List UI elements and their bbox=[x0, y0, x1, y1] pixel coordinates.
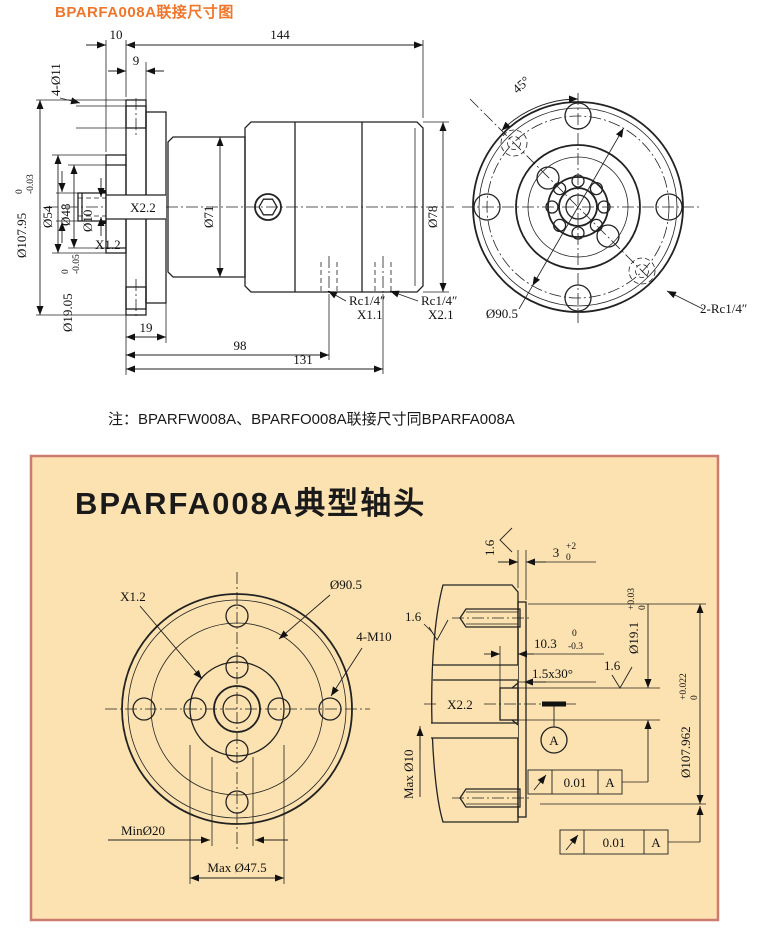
dim-d54: Ø54 bbox=[40, 205, 55, 228]
dim-d78: Ø78 bbox=[425, 206, 440, 228]
svg-text:-0.03: -0.03 bbox=[26, 174, 36, 194]
tol-10-3-lo: -0.3 bbox=[568, 642, 583, 652]
runout1-value: 0.01 bbox=[564, 775, 587, 790]
dim-d10: Ø10 bbox=[80, 210, 95, 232]
dim-max-d47-5: Max Ø47.5 bbox=[207, 860, 266, 875]
dim-9: 9 bbox=[133, 53, 140, 68]
shaft-section-view: X2.2 A 3 +2 0 1.6 1.6 bbox=[401, 527, 706, 855]
side-section-view: 10 144 9 4-Ø11 Ø107.95 0 -0.03 Ø54 Ø48 bbox=[14, 27, 457, 375]
dim-d48: Ø48 bbox=[58, 204, 73, 226]
svg-text:0: 0 bbox=[638, 605, 648, 610]
tol-3-hi: +2 bbox=[566, 542, 576, 552]
dim-chamfer: 1.5x30° bbox=[532, 666, 573, 681]
port1-label: Rc1/4″ bbox=[349, 293, 385, 308]
label-x22: X2.2 bbox=[130, 200, 156, 215]
dim-d19-05: Ø19.05 0 -0.05 bbox=[60, 254, 82, 332]
dim-d71: Ø71 bbox=[201, 206, 216, 228]
shaft-front-view: X1.2 Ø90.5 4-M10 MinØ20 Max Ø47.5 bbox=[105, 572, 392, 884]
label-2rc14: 2-Rc1/4″ bbox=[700, 301, 747, 316]
svg-text:Ø107.95: Ø107.95 bbox=[14, 213, 29, 258]
shaft-head-panel: BPARFA008A典型轴头 X1.2 Ø90.5 4-M10 bbox=[29, 454, 720, 922]
dim-d107-962: Ø107.962 +0.022 0 bbox=[678, 673, 700, 778]
dim-10-3: 10.3 bbox=[534, 636, 557, 651]
port1-id: X1.1 bbox=[357, 307, 383, 322]
svg-text:0: 0 bbox=[61, 269, 71, 274]
datum-target-bar bbox=[542, 701, 566, 707]
runout2-value: 0.01 bbox=[603, 835, 626, 850]
dim-19: 19 bbox=[140, 320, 153, 335]
svg-text:Ø19.1: Ø19.1 bbox=[626, 622, 641, 654]
finish-left: 1.6 bbox=[405, 609, 422, 624]
label-4m10: 4-M10 bbox=[356, 629, 391, 644]
dim-max-d10: Max Ø10 bbox=[401, 750, 416, 799]
runout2-datum: A bbox=[651, 835, 661, 850]
dim-d19-1: Ø19.1 +0.03 0 bbox=[626, 588, 648, 654]
dim-3: 3 bbox=[553, 545, 560, 560]
svg-text:+0.03: +0.03 bbox=[627, 588, 637, 610]
svg-text:0: 0 bbox=[690, 695, 700, 700]
svg-text:0: 0 bbox=[15, 189, 25, 194]
port2-id: X2.1 bbox=[428, 307, 454, 322]
dim-d90-5-shaft: Ø90.5 bbox=[330, 577, 362, 592]
dim-d90-5-front: Ø90.5 bbox=[486, 306, 518, 321]
runout-frame-1: 0.01 A bbox=[527, 769, 648, 795]
dim-131: 131 bbox=[293, 352, 313, 367]
dim-10: 10 bbox=[110, 27, 123, 42]
dim-min-d20: MinØ20 bbox=[121, 823, 165, 838]
datum-label: A bbox=[549, 733, 559, 748]
tol-10-3-hi: 0 bbox=[572, 629, 577, 639]
runout-frame-2: 0.01 A bbox=[559, 806, 704, 855]
svg-text:+0.022: +0.022 bbox=[679, 673, 689, 700]
svg-text:Ø19.05: Ø19.05 bbox=[60, 293, 75, 332]
panel-title: BPARFA008A典型轴头 bbox=[75, 486, 426, 521]
finish-mid: 1.6 bbox=[604, 658, 621, 673]
label-x12: X1.2 bbox=[95, 237, 121, 252]
runout1-datum: A bbox=[605, 775, 615, 790]
dim-d107-95: Ø107.95 0 -0.03 bbox=[14, 174, 36, 258]
page-title: BPARFA008A联接尺寸图 bbox=[55, 3, 234, 21]
tol-3-lo: 0 bbox=[566, 553, 571, 563]
front-view: 45° Ø90.5 2-Rc1/4″ bbox=[462, 73, 747, 323]
dim-144: 144 bbox=[270, 27, 290, 42]
svg-text:Ø107.962: Ø107.962 bbox=[678, 726, 693, 778]
label-x22-section: X2.2 bbox=[447, 697, 473, 712]
dim-4xd11: 4-Ø11 bbox=[48, 63, 63, 96]
port2-label: Rc1/4″ bbox=[421, 293, 457, 308]
dim-45deg: 45° bbox=[509, 73, 533, 96]
svg-text:-0.05: -0.05 bbox=[72, 254, 82, 274]
note: 注：BPARFW008A、BPARFO008A联接尺寸同BPARFA008A bbox=[108, 411, 515, 428]
label-x12-shaft: X1.2 bbox=[120, 589, 146, 604]
dim-98: 98 bbox=[234, 338, 247, 353]
finish-top: 1.6 bbox=[482, 539, 497, 556]
